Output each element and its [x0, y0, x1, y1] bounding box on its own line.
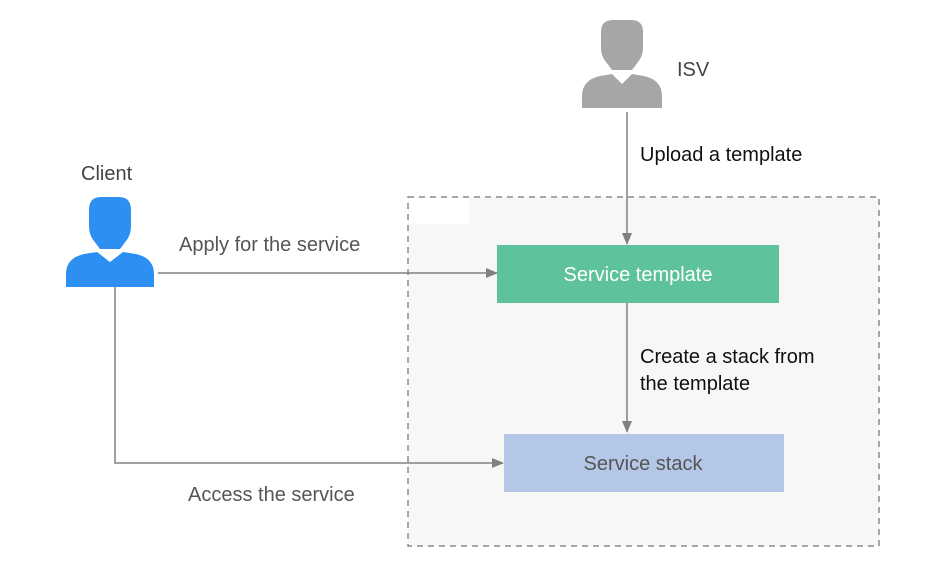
service-template-box: [497, 245, 779, 303]
access-label: Access the service: [188, 484, 355, 506]
isv-user-icon: [582, 20, 662, 108]
service-stack-box: [504, 434, 784, 492]
client-label: Client: [81, 163, 133, 185]
isv-label: ISV: [677, 59, 710, 81]
create-label-line-2: the template: [640, 373, 750, 395]
upload-label: Upload a template: [640, 144, 802, 166]
client-user-icon: [66, 197, 154, 287]
create-label-line-1: Create a stack from: [640, 346, 815, 368]
create-label: Create a stack from the template: [640, 346, 820, 395]
service-stack-label: Service stack: [584, 453, 704, 475]
container-notch: [409, 198, 469, 224]
apply-label: Apply for the service: [179, 234, 360, 256]
service-template-label: Service template: [564, 264, 713, 286]
access-arrow: [114, 287, 504, 468]
